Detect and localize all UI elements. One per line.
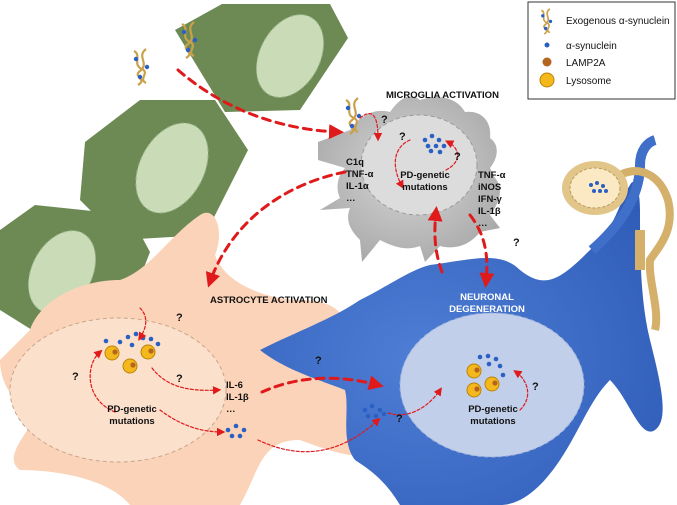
question-mark: ? bbox=[513, 237, 520, 249]
synaptic-terminal bbox=[562, 161, 674, 331]
exogenous-alpha-synuclein-fibril-3 bbox=[345, 97, 362, 135]
lysosome-icon bbox=[539, 72, 555, 88]
question-mark: ? bbox=[72, 371, 79, 383]
cytokine-list-to-astrocyte: C1q TNF-α IL-1α … bbox=[346, 157, 374, 204]
exogenous-alpha-synuclein-fibril-1 bbox=[181, 21, 198, 59]
alpha-synuclein-cluster-astro-out bbox=[225, 423, 247, 439]
neuronal-degeneration-label-2: DEGENERATION bbox=[449, 304, 525, 315]
cytokine-item: … bbox=[226, 404, 236, 415]
cytokine-list-from-astrocyte: IL-6 IL-1β … bbox=[226, 380, 249, 415]
question-mark: ? bbox=[454, 151, 461, 163]
neuron-mutations-label: mutations bbox=[470, 416, 515, 427]
question-mark: ? bbox=[381, 114, 388, 126]
microglia-pd-genetic-label: PD-genetic bbox=[400, 170, 450, 181]
legend-label-lysosome: Lysosome bbox=[566, 76, 612, 87]
alpha-synuclein-cluster-microglia bbox=[422, 133, 447, 155]
neuron-pd-genetic-label: PD-genetic bbox=[468, 404, 518, 415]
cytokine-item: TNF-α bbox=[346, 169, 374, 180]
arrows bbox=[89, 68, 529, 453]
legend-label-lamp2a: LAMP2A bbox=[566, 58, 606, 69]
microglia-mutations-label: mutations bbox=[402, 182, 447, 193]
astrocyte-nucleus bbox=[9, 317, 227, 463]
cytokine-item: IL-1β bbox=[226, 392, 249, 403]
cytokine-item: … bbox=[346, 193, 356, 204]
cytokine-item: C1q bbox=[346, 157, 364, 168]
lysosome-cluster-astrocyte bbox=[103, 331, 161, 374]
question-mark: ? bbox=[176, 312, 183, 324]
question-mark: ? bbox=[315, 355, 322, 367]
cytokine-item: IL-6 bbox=[226, 380, 243, 391]
question-marks: ? ? ? ? ? ? ? ? ? ? bbox=[72, 114, 539, 425]
lysosome-cluster-neuron bbox=[466, 353, 506, 398]
alpha-synuclein-cluster-synapse bbox=[589, 181, 608, 193]
alpha-synuclein-fibril-icon bbox=[540, 8, 553, 35]
question-mark: ? bbox=[176, 373, 183, 385]
lamp2a-dot-icon bbox=[542, 57, 552, 67]
cytokine-item: IFN-γ bbox=[478, 194, 502, 205]
cytokine-list-to-neuron: TNF-α iNOS IFN-γ IL-1β … bbox=[478, 170, 506, 229]
cytokine-item: IL-1β bbox=[478, 206, 501, 217]
alpha-synuclein-cluster-extracellular bbox=[362, 403, 387, 419]
exogenous-alpha-synuclein-fibril-2 bbox=[133, 48, 150, 86]
neuronal-degeneration-label-1: NEURONAL bbox=[460, 292, 514, 303]
microglia-activation-label: MICROGLIA ACTIVATION bbox=[386, 90, 499, 101]
question-mark: ? bbox=[399, 131, 406, 143]
alpha-synuclein-dot-icon bbox=[544, 42, 550, 48]
legend-label-alpha-synuclein: α-synuclein bbox=[566, 41, 617, 52]
legend: Exogenous α-synuclein α-synuclein LAMP2A… bbox=[527, 1, 676, 100]
cytokine-item: TNF-α bbox=[478, 170, 506, 181]
question-mark: ? bbox=[532, 381, 539, 393]
microglia-nucleus bbox=[360, 114, 478, 216]
astrocyte-pd-genetic-label: PD-genetic bbox=[107, 404, 157, 415]
cytokine-item: iNOS bbox=[478, 182, 501, 193]
question-mark: ? bbox=[396, 413, 403, 425]
cytokine-item: … bbox=[478, 218, 488, 229]
astrocyte-mutations-label: mutations bbox=[109, 416, 154, 427]
cytokine-item: IL-1α bbox=[346, 181, 369, 192]
legend-label-exogenous: Exogenous α-synuclein bbox=[566, 16, 670, 27]
astrocyte-activation-label: ASTROCYTE ACTIVATION bbox=[210, 295, 328, 306]
